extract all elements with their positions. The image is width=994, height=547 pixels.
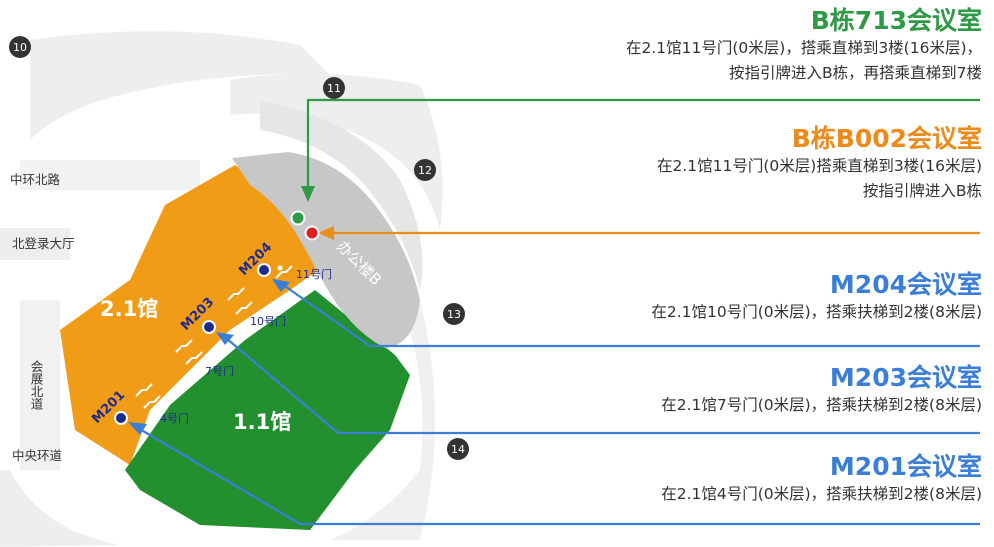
room-info-m204: M204会议室 在2.1馆10号门(0米层)，搭乘扶梯到2楼(8米层) <box>651 270 982 325</box>
gate-label-7: 7号门 <box>205 364 234 378</box>
marker-13: 13 <box>443 303 465 325</box>
escalator-icon <box>135 383 161 409</box>
room-desc-line: 在2.1馆4号门(0米层)，搭乘扶梯到2楼(8米层) <box>661 485 982 503</box>
road-label-zhongyang: 中央环道 <box>12 448 63 463</box>
room-info-b713: B栋713会议室 在2.1馆11号门(0米层)，搭乘直梯到3楼(16米层)， 按… <box>626 6 982 86</box>
room-desc-line: 按指引牌进入B栋，再搭乘直梯到7楼 <box>729 64 982 82</box>
hall-21-shape <box>60 165 340 465</box>
hall-11-label: 1.1馆 <box>233 410 291 434</box>
road-label-zhonghuan-north: 中环北路 <box>10 172 61 187</box>
location-dot-m203 <box>202 320 216 334</box>
location-dot-m204 <box>257 263 271 277</box>
route-orange <box>318 226 980 240</box>
route-blue-m204 <box>272 279 980 348</box>
route-blue-m203 <box>216 332 980 435</box>
background-areas <box>0 31 443 547</box>
road-label-huizhan-north: 会展北道 <box>29 360 44 410</box>
escalator-icon <box>227 287 253 315</box>
marker-11: 11 <box>323 77 345 99</box>
room-desc-line: 在2.1馆11号门(0米层)搭乘直梯到3楼(16米层) <box>656 157 982 175</box>
room-title: M201会议室 <box>829 452 982 481</box>
marker-10: 10 <box>9 36 31 58</box>
room-title: M204会议室 <box>829 270 982 299</box>
elevator-marker-green <box>290 210 306 226</box>
room-desc-line: 在2.1馆7号门(0米层)，搭乘扶梯到2楼(8米层) <box>661 396 982 414</box>
svg-text:14: 14 <box>451 443 465 456</box>
route-blue-m201 <box>128 422 980 526</box>
room-info-m203: M203会议室 在2.1馆7号门(0米层)，搭乘扶梯到2楼(8米层) <box>661 363 982 418</box>
room-title: B栋713会议室 <box>810 6 982 35</box>
route-green <box>301 98 980 202</box>
svg-text:12: 12 <box>418 164 432 177</box>
hall-11-shape <box>125 290 410 530</box>
room-desc-line: 在2.1馆10号门(0米层)，搭乘扶梯到2楼(8米层) <box>651 303 982 321</box>
room-title: M203会议室 <box>829 363 982 392</box>
room-desc-line: 按指引牌进入B栋 <box>862 182 982 200</box>
location-dot-m201 <box>114 411 128 425</box>
escalator-icon <box>175 339 203 365</box>
room-desc-line: 在2.1馆11号门(0米层)，搭乘直梯到3楼(16米层)， <box>625 39 982 57</box>
room-info-m201: M201会议室 在2.1馆4号门(0米层)，搭乘扶梯到2楼(8米层) <box>661 452 982 507</box>
svg-text:13: 13 <box>447 308 461 321</box>
gate-label-4: 4号门 <box>160 411 189 425</box>
svg-text:10: 10 <box>13 41 27 54</box>
svg-text:11: 11 <box>327 82 341 95</box>
marker-12: 12 <box>414 159 436 181</box>
road-label-north-hall: 北登录大厅 <box>12 236 75 251</box>
gate-label-11: 11号门 <box>296 267 332 281</box>
room-title: B栋B002会议室 <box>791 124 982 153</box>
elevator-marker-red <box>304 225 320 241</box>
office-b-shape <box>232 152 420 348</box>
marker-14: 14 <box>447 438 469 460</box>
escalator-icon <box>275 265 293 279</box>
room-info-b002: B栋B002会议室 在2.1馆11号门(0米层)搭乘直梯到3楼(16米层) 按指… <box>657 124 982 204</box>
hall-21-label: 2.1馆 <box>100 297 158 321</box>
gate-label-10: 10号门 <box>250 314 286 328</box>
